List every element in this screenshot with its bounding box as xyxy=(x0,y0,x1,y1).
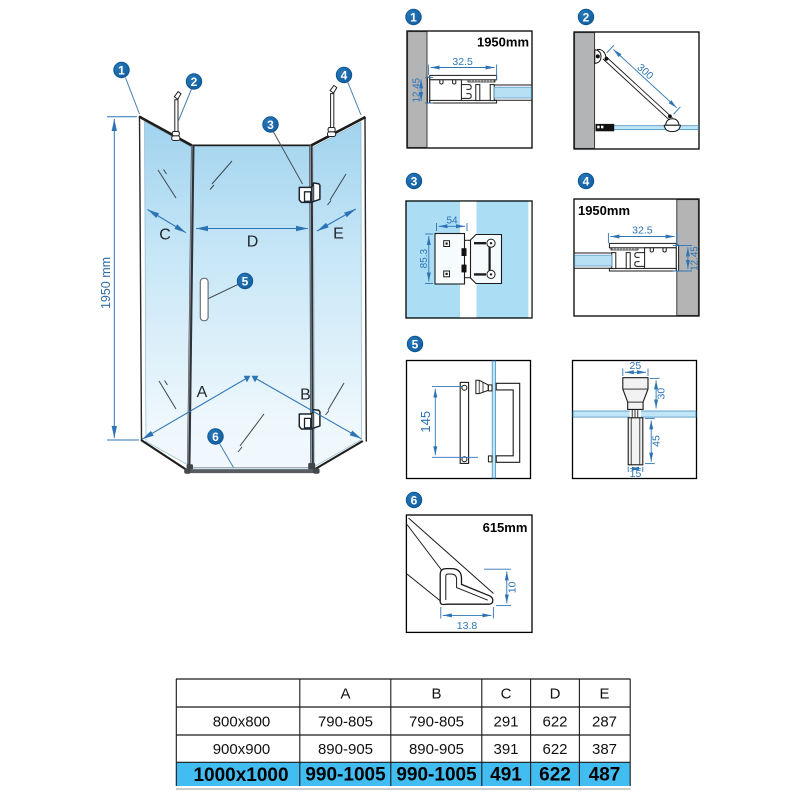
svg-text:2: 2 xyxy=(191,75,198,89)
svg-text:1950 mm: 1950 mm xyxy=(99,257,113,309)
svg-text:E: E xyxy=(333,226,344,243)
svg-text:45: 45 xyxy=(651,435,663,447)
svg-text:54: 54 xyxy=(446,216,458,227)
svg-text:1000x1000: 1000x1000 xyxy=(193,765,288,786)
svg-text:1950mm: 1950mm xyxy=(477,35,529,50)
svg-text:B: B xyxy=(300,387,311,404)
svg-text:12.45: 12.45 xyxy=(412,77,423,102)
svg-text:30: 30 xyxy=(656,388,668,400)
svg-text:A: A xyxy=(340,686,350,703)
svg-text:4: 4 xyxy=(583,174,590,188)
svg-text:4: 4 xyxy=(341,68,348,82)
svg-text:C: C xyxy=(159,227,171,244)
svg-text:487: 487 xyxy=(589,765,621,786)
svg-text:5: 5 xyxy=(412,337,419,351)
svg-text:E: E xyxy=(599,686,609,703)
svg-text:622: 622 xyxy=(542,714,567,731)
svg-text:D: D xyxy=(247,234,259,251)
svg-text:1950mm: 1950mm xyxy=(578,203,630,218)
svg-text:12.45: 12.45 xyxy=(690,246,701,271)
svg-text:6: 6 xyxy=(411,493,418,507)
svg-text:387: 387 xyxy=(592,741,617,758)
svg-text:10: 10 xyxy=(506,581,518,593)
svg-text:990-1005: 990-1005 xyxy=(305,765,386,786)
svg-text:790-805: 790-805 xyxy=(318,714,373,731)
svg-text:85.3: 85.3 xyxy=(419,249,430,269)
svg-text:25: 25 xyxy=(630,360,642,372)
svg-text:32.5: 32.5 xyxy=(632,224,653,236)
svg-text:D: D xyxy=(550,686,561,703)
svg-text:491: 491 xyxy=(490,765,522,786)
svg-text:890-905: 890-905 xyxy=(409,741,464,758)
svg-text:B: B xyxy=(431,686,441,703)
svg-text:3: 3 xyxy=(411,174,418,188)
svg-text:1: 1 xyxy=(118,63,125,77)
svg-text:900x900: 900x900 xyxy=(213,741,271,758)
svg-text:287: 287 xyxy=(592,714,617,731)
svg-text:13.8: 13.8 xyxy=(457,620,478,632)
svg-text:622: 622 xyxy=(539,765,571,786)
svg-text:32.5: 32.5 xyxy=(452,56,473,68)
svg-text:5: 5 xyxy=(242,274,249,288)
svg-text:291: 291 xyxy=(493,714,518,731)
svg-text:A: A xyxy=(197,384,208,401)
svg-text:1: 1 xyxy=(410,10,417,24)
svg-text:890-905: 890-905 xyxy=(318,741,373,758)
svg-text:622: 622 xyxy=(542,741,567,758)
svg-text:145: 145 xyxy=(418,411,433,433)
svg-text:15: 15 xyxy=(630,468,642,480)
svg-text:6: 6 xyxy=(212,430,219,444)
svg-text:615mm: 615mm xyxy=(483,520,528,535)
svg-text:391: 391 xyxy=(493,741,518,758)
svg-text:790-805: 790-805 xyxy=(409,714,464,731)
svg-text:2: 2 xyxy=(583,10,590,24)
svg-text:3: 3 xyxy=(267,118,274,132)
svg-text:C: C xyxy=(501,686,512,703)
svg-text:990-1005: 990-1005 xyxy=(396,765,477,786)
svg-text:800x800: 800x800 xyxy=(213,714,271,731)
